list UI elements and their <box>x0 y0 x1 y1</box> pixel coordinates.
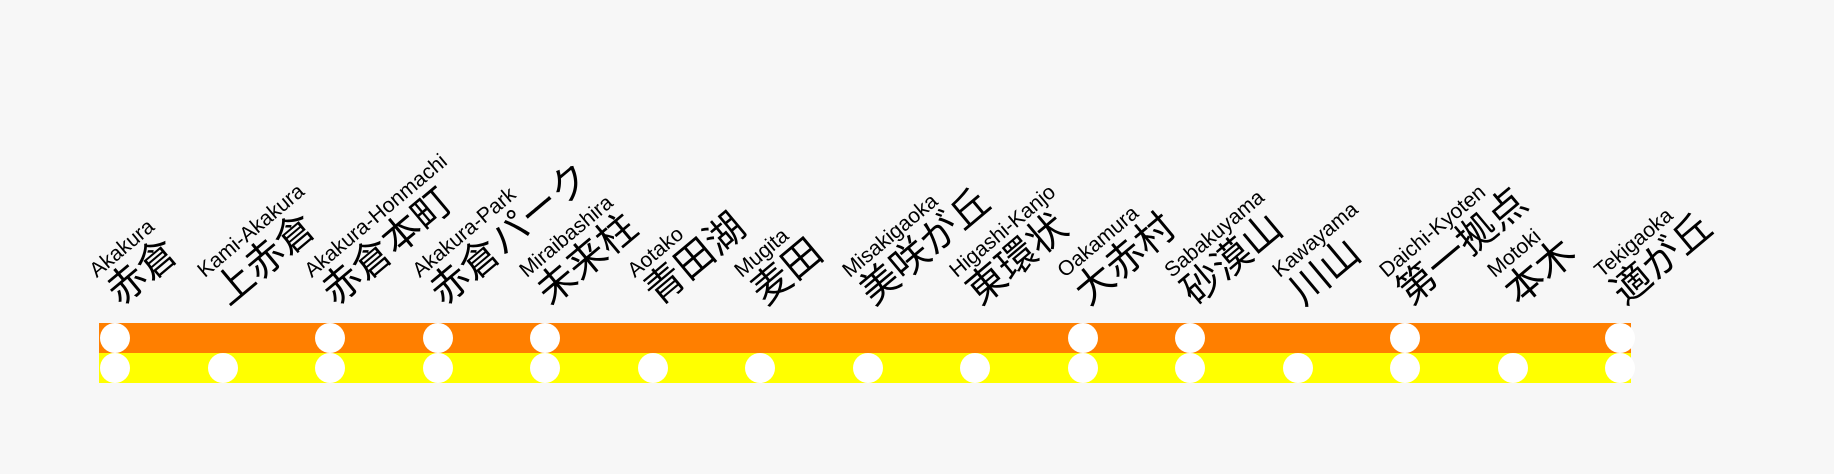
stop-marker-lower <box>1282 353 1313 383</box>
stop-marker-lower <box>100 353 130 383</box>
stop-marker-lower <box>745 353 775 383</box>
stop-marker-lower <box>315 353 345 383</box>
stop-marker-upper <box>315 323 345 353</box>
stop-marker-upper <box>1067 323 1098 353</box>
line-upper-band <box>99 323 1631 353</box>
stop-marker-lower <box>852 353 883 383</box>
stop-marker-upper <box>1390 323 1420 353</box>
stop-marker-upper <box>100 323 130 353</box>
stop-marker-lower <box>1390 353 1420 383</box>
stop-marker-lower <box>530 353 560 383</box>
stop-marker-lower <box>1605 353 1635 383</box>
stop-marker-upper <box>422 323 453 353</box>
stop-marker-lower <box>960 353 990 383</box>
stop-marker-upper <box>530 323 560 353</box>
stop-marker-lower <box>1497 353 1528 383</box>
stop-marker-upper <box>1175 323 1205 353</box>
stop-marker-lower <box>1175 353 1205 383</box>
stop-marker-lower <box>207 353 238 383</box>
stop-marker-lower <box>422 353 453 383</box>
stop-marker-lower <box>637 353 668 383</box>
stop-marker-lower <box>1067 353 1098 383</box>
stop-marker-upper <box>1605 323 1635 353</box>
